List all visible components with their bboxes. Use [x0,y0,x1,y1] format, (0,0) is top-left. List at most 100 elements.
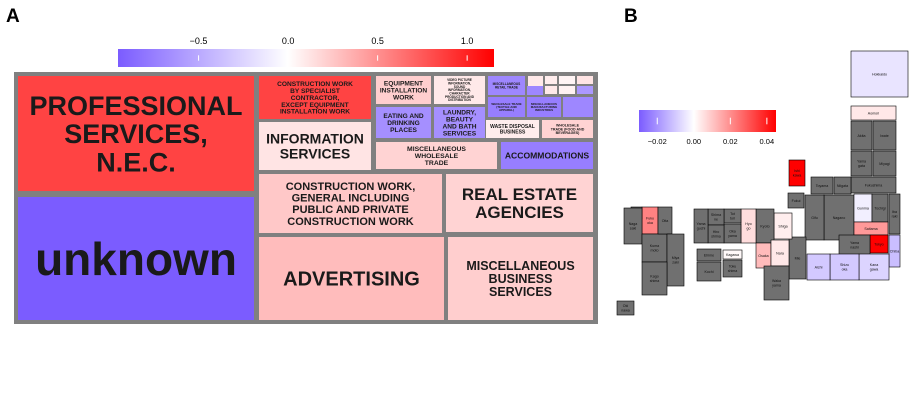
map-region-shape [722,249,743,260]
map-region-shape [693,208,709,244]
map-region-shape [641,233,668,263]
colorbar-b-tick-label: 0.02 [723,137,738,146]
map-region-shape [788,159,806,187]
map-region-label: Nara [776,251,784,255]
treemap-tile-rect [434,107,485,138]
treemap-tile-rect [448,237,593,320]
map-region: Mie [788,236,807,280]
map-region-shape [833,176,852,195]
colorbar-a [118,49,494,67]
treemap-tile-rect [259,122,371,170]
treemap-tile: ADVERTISING [259,237,444,320]
map-region: Kagawa [722,249,743,260]
map-region-shape [850,150,873,177]
map-region: Nagano [823,194,855,241]
map-region: Nara [770,239,790,267]
map-region: Kochi [696,261,722,282]
colorbar-b-tick-label: −0.02 [648,137,667,146]
colorbar-b [639,110,776,132]
map-region-shape [666,233,685,287]
treemap-tile-rect [18,76,254,191]
treemap-small-tile [559,76,575,84]
map-region-label: Kyoto [760,224,769,228]
map-region: Aichi [806,253,831,281]
treemap-tile-rect [376,142,497,169]
map-region-label: Iwate [880,134,889,138]
treemap-tile-rect [542,120,593,138]
colorbar-b-tick-label: 0.04 [760,137,775,146]
treemap-small-tile [527,86,543,95]
map-region: Tochigi [871,193,889,223]
treemap-small-tile [559,86,575,94]
map-region: Akita [850,120,873,151]
map-region-label: Fukushima [865,183,883,187]
map-region-label: Kochi [705,270,714,274]
map-region-shape [804,194,825,241]
treemap-tile-rect [488,76,525,95]
map-region: Toyama [810,176,834,195]
map-region: Oita [657,206,673,235]
map-region-shape [787,192,805,209]
treemap-small-tile [528,76,543,86]
map-region-label: Akita [858,134,866,138]
map-region-shape [657,206,673,235]
map-region-shape [722,259,743,278]
map-region: Kyoto [755,208,775,244]
map-region-shape [872,120,897,151]
map-region-shape [810,176,834,195]
map-region: Osaka [755,242,772,269]
map-region-shape [696,261,722,282]
treemap-tile-rect [434,76,485,104]
map-region-label: Chiba [890,249,899,253]
map-region-shape [850,50,909,98]
treemap-small-tile [563,97,593,117]
map-region-label: Aomori [868,111,880,115]
colorbar-b-tick-label: 0.00 [686,137,701,146]
colorbar-a-tick-label: 0.0 [282,36,295,46]
map-region-shape [850,120,873,151]
treemap-tile: ACCOMMODATIONS [501,142,593,169]
treemap-small-tile [545,86,557,94]
treemap-small-tile [577,86,593,94]
treemap-tile-rect [376,107,431,138]
map-region: Chiba [888,234,901,268]
